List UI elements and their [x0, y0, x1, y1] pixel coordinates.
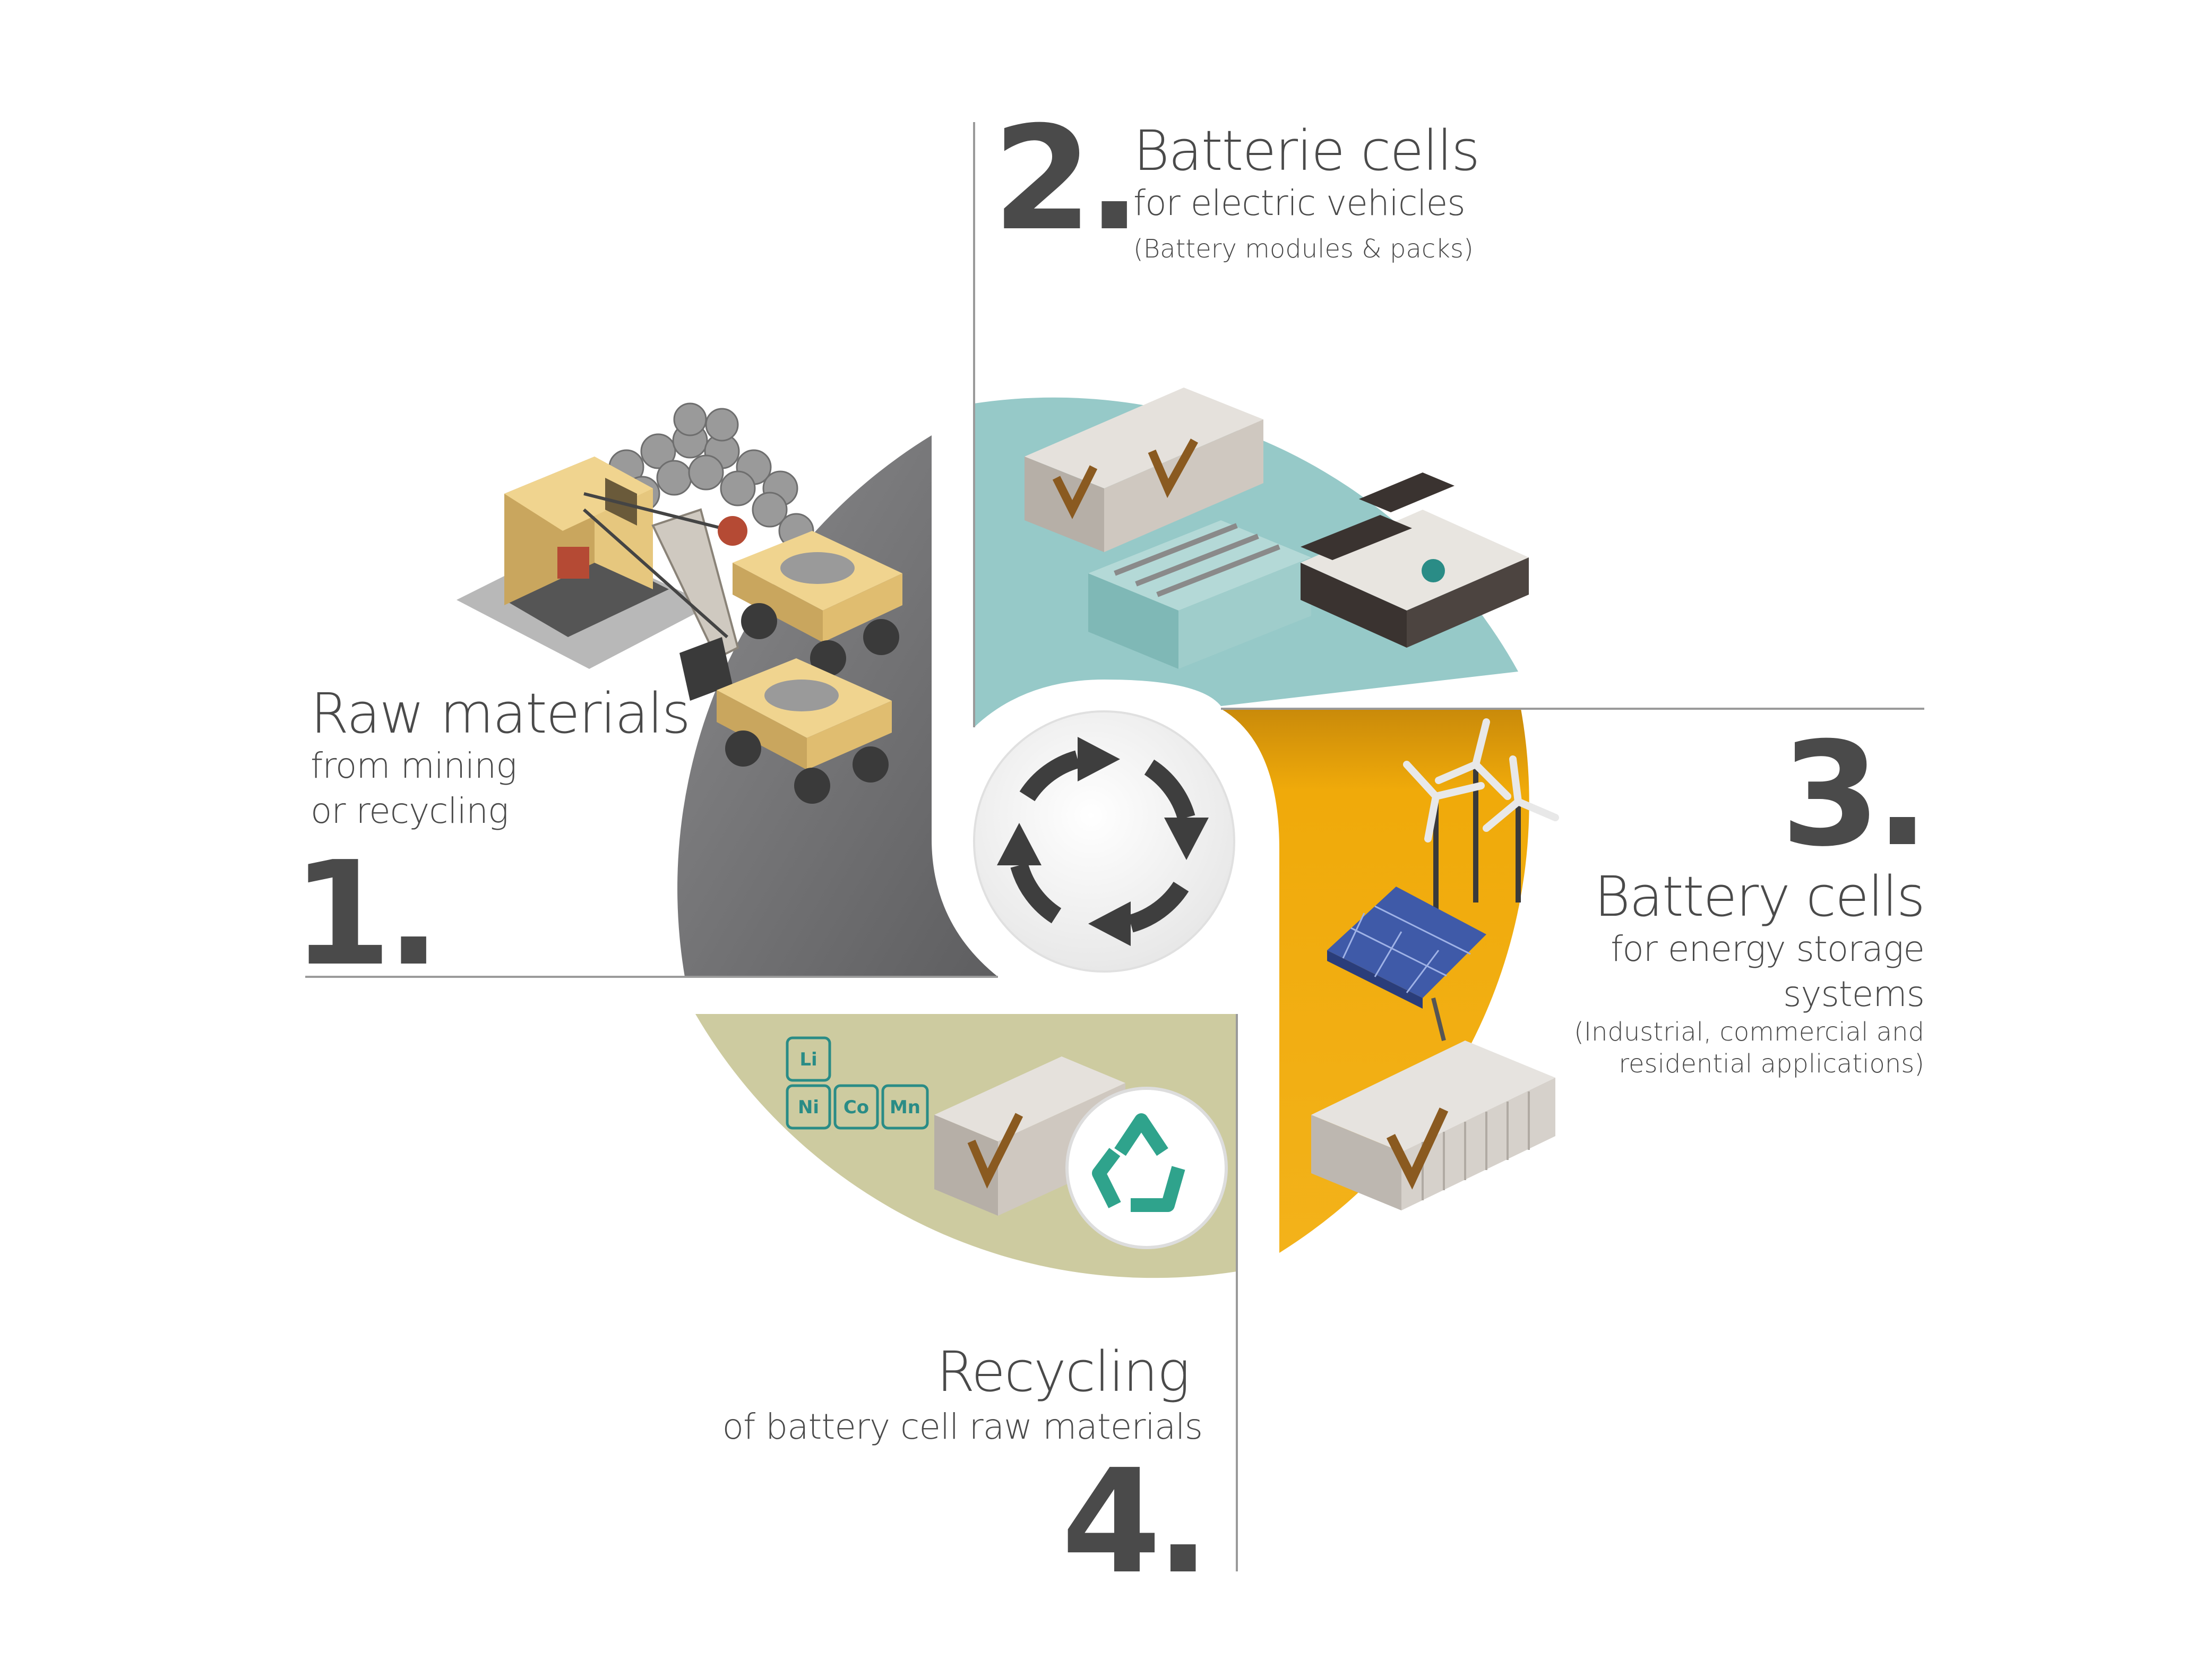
element-tile-ni: Ni — [786, 1084, 831, 1130]
svg-text:Co: Co — [844, 1097, 869, 1118]
recycle-arrows-icon — [1092, 1113, 1185, 1212]
mining-excavator-icon — [457, 402, 902, 804]
step1-number: 1. — [292, 830, 435, 998]
step3-title: Battery cells — [1594, 864, 1924, 929]
step4-subtitle: of battery cell raw materials — [722, 1406, 1202, 1447]
recycle-battery-icon — [934, 1056, 1228, 1249]
step3-number: 3. — [1781, 711, 1924, 878]
circular-arrows-icon — [1010, 750, 1195, 933]
step4-title: Recycling — [936, 1339, 1189, 1404]
step3-note-line1: (Industrial, commercial and — [1574, 1017, 1924, 1047]
step2-note: (Battery modules & packs) — [1133, 234, 1474, 264]
step2-subtitle: for electric vehicles — [1133, 183, 1465, 224]
element-tiles: Li Ni Co Mn — [786, 1036, 929, 1130]
svg-text:Ni: Ni — [798, 1097, 819, 1118]
element-tile-li: Li — [786, 1036, 831, 1082]
element-tile-co: Co — [833, 1084, 879, 1130]
step2-number: 2. — [993, 95, 1136, 262]
step4-number: 4. — [1062, 1438, 1205, 1605]
cycle-hub — [969, 706, 1240, 977]
step1-title: Raw materials — [311, 681, 690, 746]
step3-subtitle-line2: systems — [1783, 974, 1924, 1015]
svg-text:Li: Li — [799, 1049, 817, 1070]
step3-note-line2: residential applications) — [1619, 1049, 1924, 1079]
element-tile-mn: Mn — [881, 1084, 929, 1130]
battery-modules-icon — [1025, 388, 1529, 669]
step1-subtitle-line1: from mining — [311, 745, 517, 786]
step2-title: Batterie cells — [1133, 118, 1479, 183]
wind-solar-container-icon — [1311, 718, 1559, 1210]
step1-subtitle-line2: or recycling — [311, 790, 509, 831]
step3-subtitle-line1: for energy storage — [1611, 929, 1924, 969]
svg-text:Mn: Mn — [890, 1097, 920, 1118]
